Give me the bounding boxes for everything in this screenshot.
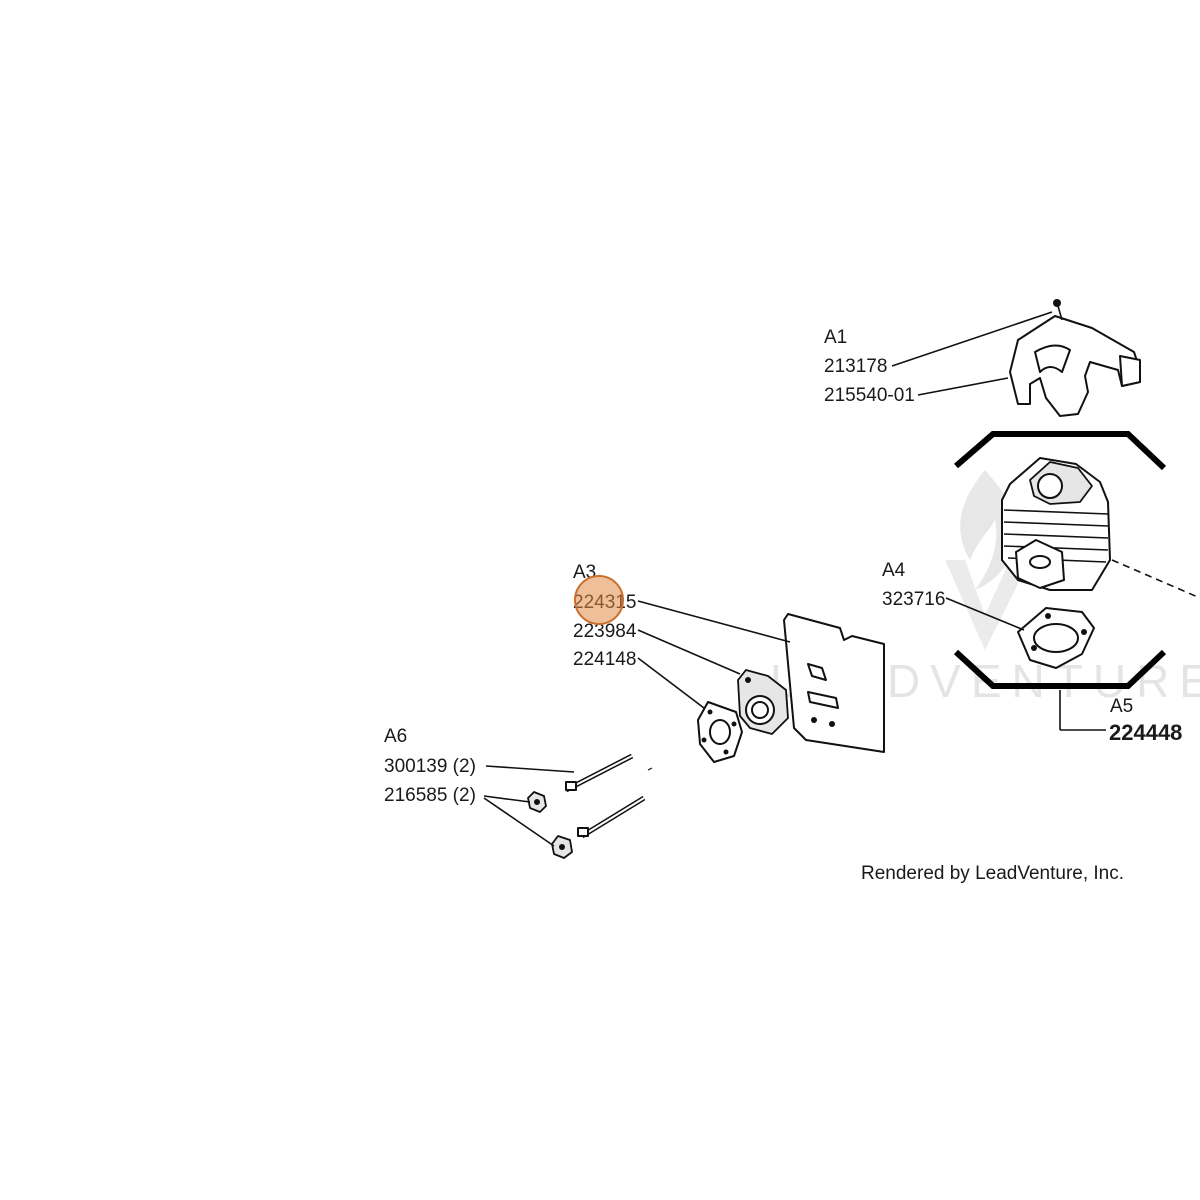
part-studs-nuts [527,753,653,859]
part-number-label[interactable]: 223984 [573,621,637,642]
callout-a4: A4 323716 [882,560,1025,631]
footer-credit: Rendered by LeadVenture, Inc. [861,863,1124,884]
callout-ref: A4 [882,560,906,581]
part-number-label[interactable]: 300139 (2) [384,756,476,777]
part-number-label[interactable]: 224148 [573,649,636,670]
part-insulator-block [737,669,789,735]
callout-a5: A5 224448 [1109,696,1182,745]
highlight-marker[interactable] [574,575,624,625]
screw-icon [1053,299,1063,321]
part-number-label[interactable]: 213178 [824,356,887,377]
part-number-label[interactable]: 215540-01 [824,385,915,406]
part-intake-gasket [697,701,743,763]
part-number-label[interactable]: 323716 [882,589,945,610]
part-number-label[interactable]: 216585 (2) [384,785,476,806]
callout-ref: A5 [1110,696,1133,717]
kit-bracket [953,431,1167,731]
callout-a6: A6 300139 (2) 216585 (2) [384,726,575,847]
callout-ref: A6 [384,726,407,747]
part-cylinder-gasket [1017,607,1095,669]
callout-ref: A1 [824,327,847,348]
part-heat-shield [783,613,885,753]
nut-icon [551,835,573,859]
part-cylinder-cover [1009,299,1141,417]
part-number-label[interactable]: 224448 [1109,720,1182,745]
stud [577,795,646,839]
callout-a1: A1 213178 215540-01 [824,311,1053,406]
stud [564,753,634,793]
nut-icon [527,791,547,813]
part-cylinder [1001,457,1200,599]
